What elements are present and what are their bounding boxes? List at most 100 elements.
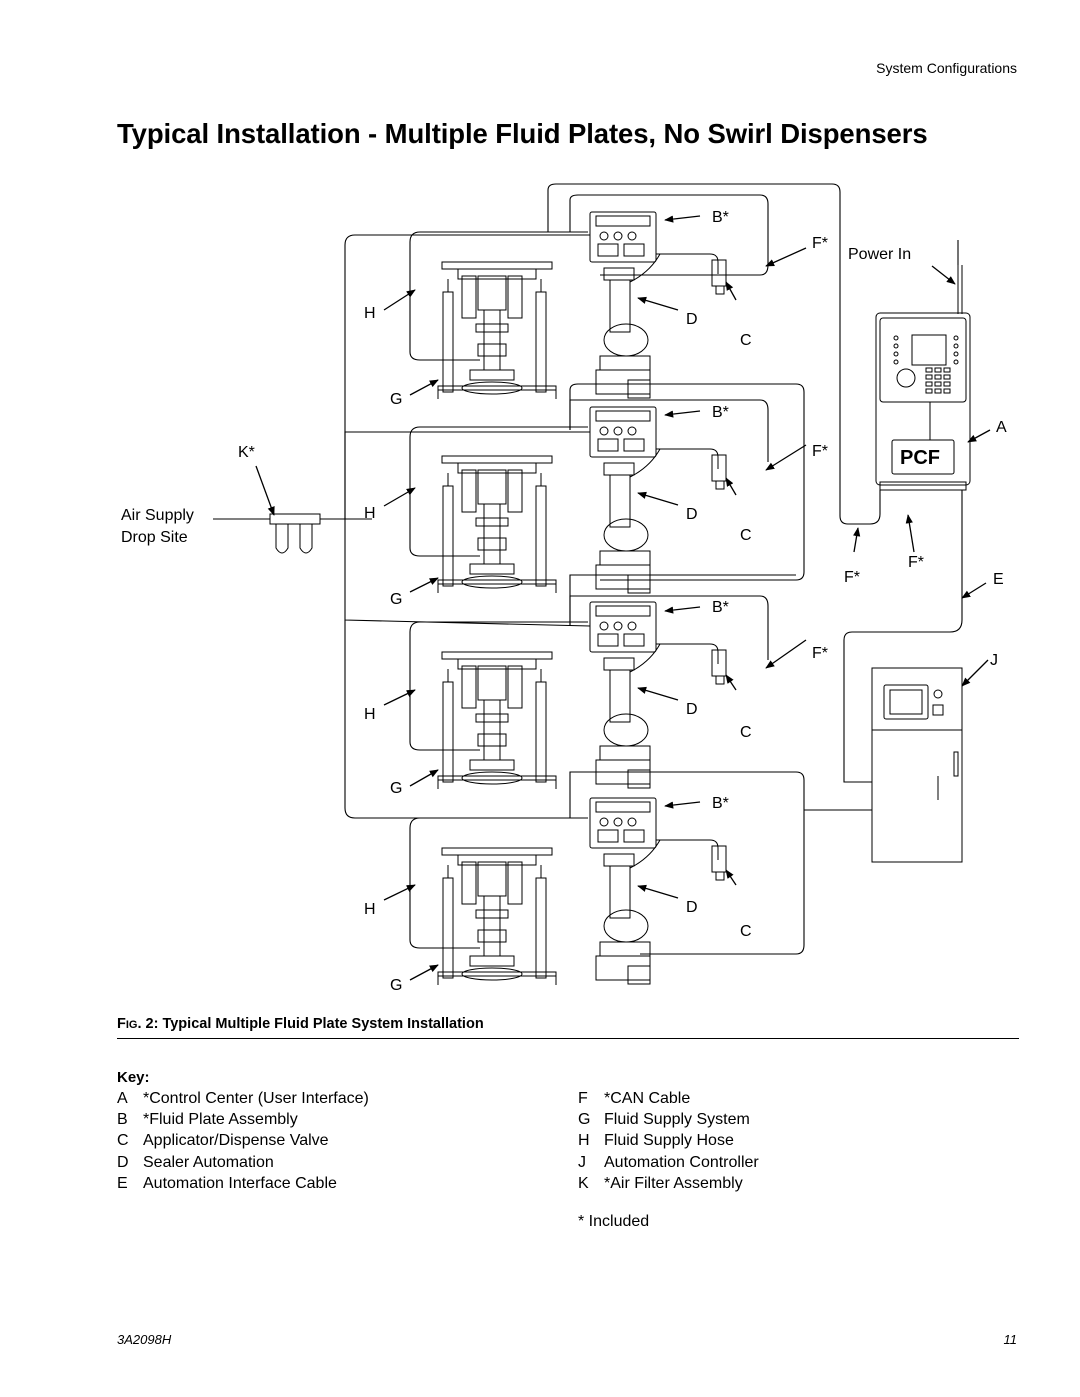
cable-line: [569, 574, 796, 626]
callout-label: K*: [238, 444, 255, 461]
callout-label: E: [993, 571, 1004, 588]
callout-arrow: [255, 465, 275, 516]
callout-label: H: [364, 505, 376, 522]
callout-arrow: [664, 606, 701, 614]
key-item: K*Air Filter Assembly: [578, 1173, 759, 1194]
caption-text: . 2: Typical Multiple Fluid Plate System…: [137, 1016, 484, 1032]
page-title: Typical Installation - Multiple Fluid Pl…: [117, 118, 928, 149]
callout-arrow: [961, 582, 987, 599]
callout-label: D: [686, 701, 698, 718]
cable-line: [409, 817, 588, 949]
callout-label: H: [364, 706, 376, 723]
callout-label: Drop Site: [121, 529, 188, 546]
callout-label: H: [364, 305, 376, 322]
key-description: *Control Center (User Interface): [143, 1090, 369, 1107]
cable-line: [569, 771, 805, 955]
included-note: * Included: [578, 1213, 650, 1230]
callout-label: C: [740, 923, 752, 940]
fluid-plate-assembly: [589, 211, 727, 399]
caption-prefix: F: [117, 1016, 126, 1032]
fluid-plate-assembly: [589, 406, 727, 594]
cable-line: [843, 490, 963, 783]
callout-arrow: [664, 801, 701, 809]
cable-line: [569, 383, 805, 581]
callout-arrow: [664, 215, 701, 223]
callout-label: B*: [712, 209, 729, 226]
callout-arrow: [637, 884, 679, 899]
fluid-plate-assembly: [589, 601, 727, 789]
callout-label: H: [364, 901, 376, 918]
callout-label: A: [996, 419, 1007, 436]
callout-arrow: [961, 659, 989, 687]
callout-arrow: [409, 379, 439, 396]
cable-line: [409, 621, 588, 751]
callout-label: Power In: [848, 246, 911, 263]
automation-controller: [862, 667, 963, 863]
callout-arrow: [765, 639, 807, 669]
callout-label: D: [686, 311, 698, 328]
callout-arrow: [383, 289, 416, 311]
pcf-logo: PCF: [900, 447, 940, 469]
callout-arrow: [765, 247, 807, 267]
caption-divider: [117, 1038, 1019, 1039]
callout-label: G: [390, 591, 402, 608]
callout-label: F*: [844, 569, 860, 586]
cable-line: [344, 431, 590, 519]
key-list-left: A *Control Center (User Interface) B *Fluid…: [117, 1088, 369, 1194]
key-item: F*CAN Cable: [578, 1088, 759, 1109]
key-item: C Applicator/Dispense Valve: [117, 1130, 369, 1151]
fluid-supply-system: [437, 455, 557, 593]
callout-label: D: [686, 899, 698, 916]
callout-arrow: [765, 444, 807, 471]
callout-arrow: [853, 527, 861, 553]
callout-arrow: [725, 869, 737, 886]
callout-arrow: [725, 281, 737, 301]
cable-line: [547, 183, 881, 525]
page-number: 11: [1003, 1332, 1018, 1347]
callout-arrow: [725, 477, 737, 496]
callout-label: D: [686, 506, 698, 523]
callout-label: F*: [812, 443, 828, 460]
callout-label: G: [390, 391, 402, 408]
fluid-plate-assembly: [589, 797, 727, 985]
cable-line: [569, 399, 769, 462]
key-letter: A: [117, 1090, 128, 1107]
key-title: Key:: [117, 1069, 150, 1086]
key-letter: K: [578, 1174, 589, 1192]
key-letter: F: [578, 1090, 588, 1107]
key-item: A *Control Center (User Interface): [117, 1088, 369, 1109]
key-description: Applicator/Dispense Valve: [143, 1132, 329, 1150]
callout-label: F*: [908, 554, 924, 571]
callout-label: G: [390, 977, 402, 994]
callout-arrow: [967, 429, 991, 443]
key-letter: B: [117, 1111, 128, 1129]
key-letter: E: [117, 1174, 128, 1192]
callout-arrow: [409, 577, 439, 593]
key-letter: H: [578, 1132, 590, 1150]
figure-caption: FIG. 2: Typical Multiple Fluid Plate Sys…: [117, 1016, 484, 1032]
caption-prefix-small: IG: [125, 1019, 138, 1031]
callout-label: C: [740, 332, 752, 349]
key-description: Automation Controller: [604, 1153, 759, 1171]
callout-arrow: [409, 964, 439, 981]
callout-label: G: [390, 780, 402, 797]
key-letter: C: [117, 1132, 129, 1150]
fluid-supply-system: [437, 261, 557, 399]
fluid-supply-system: [437, 651, 557, 789]
key-description: *Fluid Plate Assembly: [143, 1111, 298, 1129]
fluid-supply-system: [437, 847, 557, 985]
cable-line: [569, 595, 769, 660]
key-description: Automation Interface Cable: [143, 1174, 337, 1192]
callout-arrow: [383, 884, 416, 901]
air-filter-assembly: [213, 513, 372, 554]
callout-label: F*: [812, 645, 828, 662]
callout-label: F*: [812, 235, 828, 252]
key-item: B *Fluid Plate Assembly: [117, 1109, 369, 1130]
key-letter: D: [117, 1153, 129, 1171]
key-letter: G: [578, 1111, 591, 1129]
key-item: E Automation Interface Cable: [117, 1173, 369, 1194]
key-description: Fluid Supply Hose: [604, 1132, 734, 1150]
